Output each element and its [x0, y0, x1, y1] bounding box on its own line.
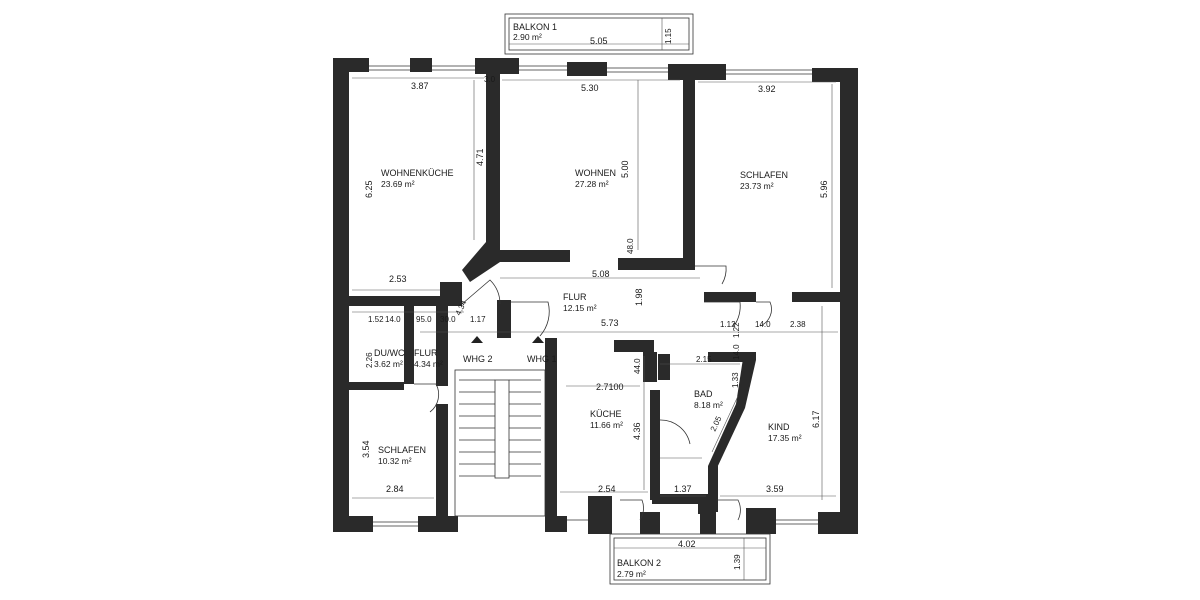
dim-balkon1-depth: 1.15: [664, 28, 673, 44]
room-area-balkon2: 2.79 m²: [617, 569, 646, 579]
room-name-bad: BAD: [694, 389, 713, 399]
dim-140c: 14.0: [732, 344, 741, 360]
dim-300: 30.0: [440, 315, 456, 324]
room-name-wohnenkuche: WOHNENKÜCHE: [381, 168, 454, 178]
dim-wohnenkuche-width: 3.87: [411, 81, 429, 91]
room-area-schlafen2: 10.32 m²: [378, 456, 412, 466]
room-name-flur2: FLUR: [414, 348, 438, 358]
dim-140a: 14.0: [385, 315, 401, 324]
dim-wohnen-bottom: 48.0: [626, 238, 635, 254]
dim-balkon1-width: 5.05: [590, 36, 608, 46]
room-name-balkon2: BALKON 2: [617, 558, 661, 568]
dim-kind-height: 6.17: [811, 410, 821, 428]
whg1-label: WHG 1: [527, 354, 557, 364]
dim-schlafen1-height: 5.96: [819, 180, 829, 198]
dimension-lines: [352, 77, 838, 500]
dim-schlafen2-width: 2.84: [386, 484, 404, 494]
exterior-walls: [333, 58, 858, 534]
room-area-flur2: 4.34 m²: [414, 359, 443, 369]
room-name-flur1: FLUR: [563, 292, 587, 302]
room-area-duwc: 3.62 m²: [374, 359, 403, 369]
room-name-kind: KIND: [768, 422, 790, 432]
doors: [414, 265, 772, 521]
interior-walls: [349, 72, 842, 516]
room-name-schlafen2: SCHLAFEN: [378, 445, 426, 455]
room-name-kuche: KÜCHE: [590, 409, 622, 419]
dim-schlafen2-height: 3.54: [361, 440, 371, 458]
dim-112: 1.12: [720, 320, 736, 329]
room-area-flur1: 12.15 m²: [563, 303, 597, 313]
room-name-schlafen1: SCHLAFEN: [740, 170, 788, 180]
room-area-kuche: 11.66 m²: [590, 420, 623, 430]
dim-bad-diag: 2.05: [709, 414, 724, 432]
room-area-wohnen: 27.28 m²: [575, 179, 609, 189]
room-name-duwc: DU/WC: [374, 348, 405, 358]
dim-440: 44.0: [633, 358, 642, 374]
dim-kuche-width: 2.7100: [596, 382, 624, 392]
room-name-balkon1: BALKON 1: [513, 22, 557, 32]
whg2-label: WHG 2: [463, 354, 493, 364]
room-area-schlafen1: 23.73 m²: [740, 181, 774, 191]
dim-950: 95.0: [416, 315, 432, 324]
dim-kuche-bottom: 2.54: [598, 484, 616, 494]
dim-balkon2-depth: 1.39: [733, 554, 742, 570]
dim-140b: 14.0: [755, 320, 771, 329]
dim-wohnen-height: 5.00: [620, 160, 630, 178]
staircase: [454, 369, 546, 517]
dim-152: 1.52: [368, 315, 384, 324]
balkon-1: [504, 13, 694, 55]
dim-schlafen1-width: 3.92: [758, 84, 776, 94]
dim-balkon2-width: 4.02: [678, 539, 696, 549]
whg2-marker: WHG 2: [463, 336, 493, 364]
dim-flur-height: 1.98: [634, 288, 644, 306]
room-name-wohnen: WOHNEN: [575, 168, 616, 178]
dim-117: 1.17: [470, 315, 486, 324]
dim-133: 1.33: [731, 372, 740, 388]
room-area-bad: 8.18 m²: [694, 400, 723, 410]
dim-238: 2.38: [790, 320, 806, 329]
dim-215: 2.15: [696, 355, 712, 364]
room-area-balkon1: 2.90 m²: [513, 32, 542, 42]
dim-wohnenkuche-height: 6.25: [364, 180, 374, 198]
dim-bad-bottom: 1.37: [674, 484, 692, 494]
whg1-marker: WHG 1: [527, 336, 557, 364]
room-area-kind: 17.35 m²: [768, 433, 802, 443]
dim-flur-width: 5.08: [592, 269, 610, 279]
dim-wohnenkuche-bottom: 2.53: [389, 274, 407, 284]
dim-226: 2.26: [365, 352, 374, 368]
dim-kind-bottom: 3.59: [766, 484, 784, 494]
dim-wohnenkuche-inner: 4.71: [475, 148, 485, 166]
balkon-2: [609, 533, 771, 585]
windows: [369, 65, 818, 527]
dim-kuche-height: 4.36: [632, 422, 642, 440]
dim-wohnen-width: 5.30: [581, 83, 599, 93]
room-area-wohnenkuche: 23.69 m²: [381, 179, 415, 189]
dim-wohnenkuche-wall: 3.0: [484, 75, 496, 84]
dim-122: 1.22: [732, 322, 741, 338]
dim-flur-lower: 5.73: [601, 318, 619, 328]
